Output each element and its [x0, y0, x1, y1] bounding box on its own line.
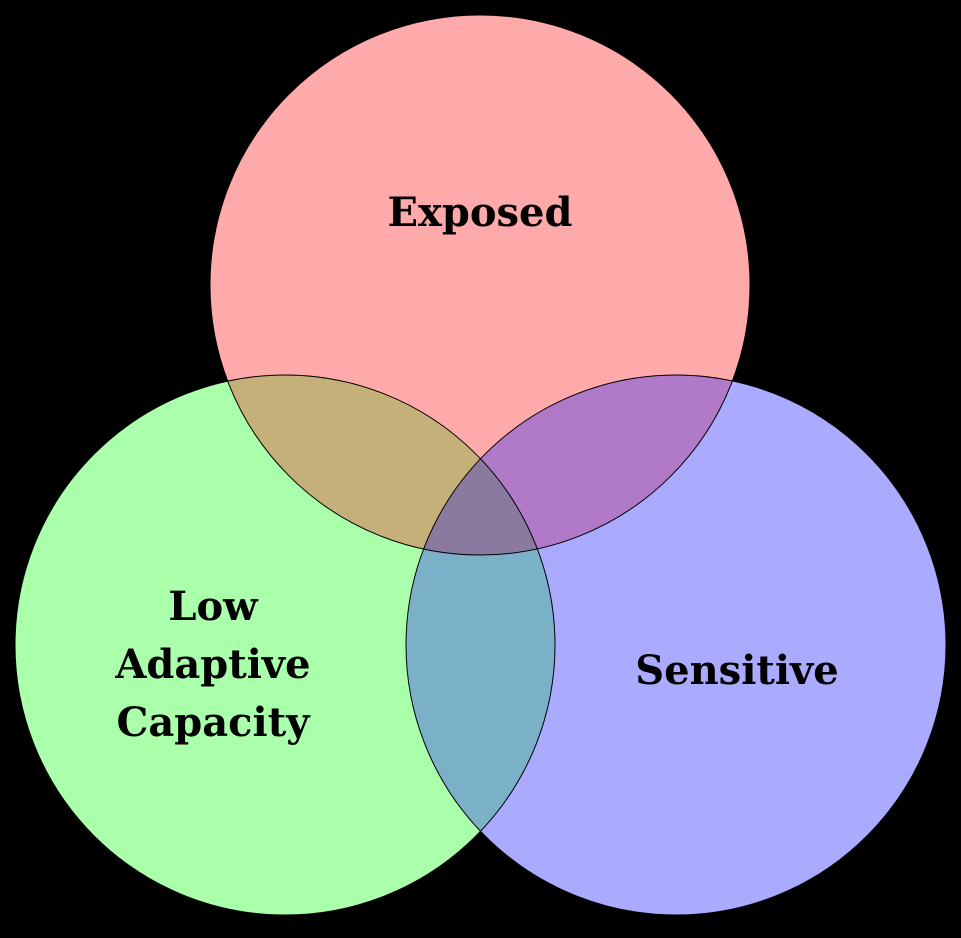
low-adaptive-capacity-label-line3: Capacity — [117, 699, 312, 746]
low-adaptive-capacity-label-line2: Adaptive — [114, 641, 310, 688]
exposed-sensitive-overlap — [406, 375, 750, 555]
exposed-label: Exposed — [388, 189, 573, 236]
low-adaptive-capacity-label-line1: Low — [168, 583, 259, 630]
sensitive-label: Sensitive — [635, 647, 839, 694]
exposed-low-overlap — [210, 375, 555, 555]
